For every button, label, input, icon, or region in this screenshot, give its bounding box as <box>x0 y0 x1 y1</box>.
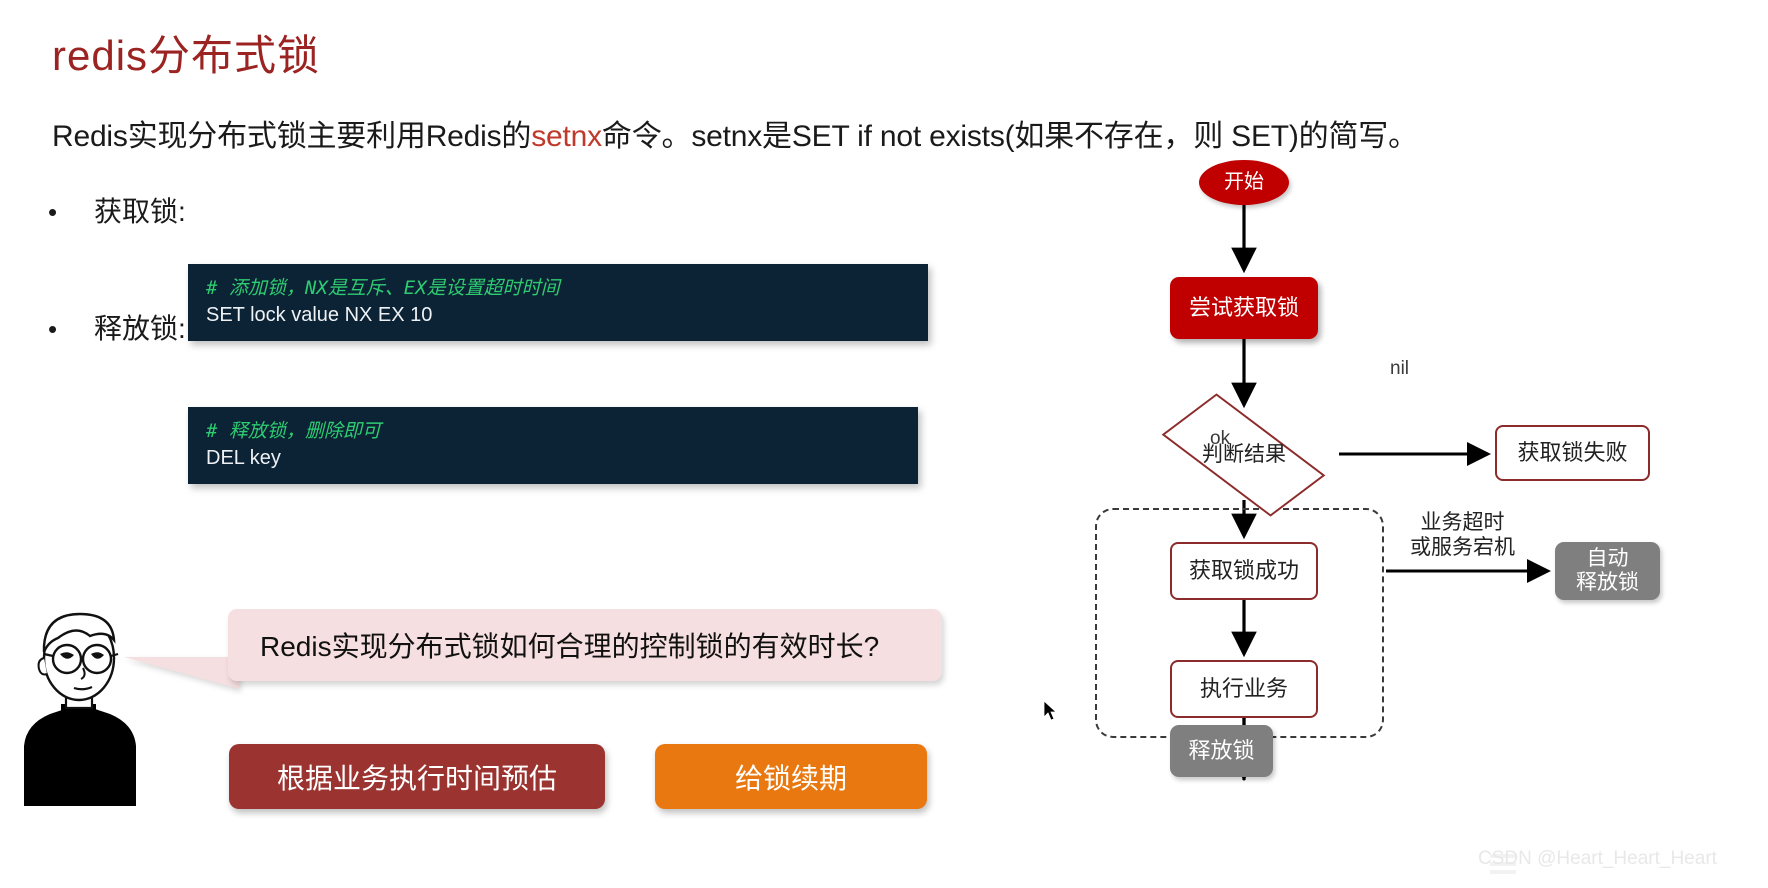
bullet-release-lock: • 释放锁: <box>48 307 186 347</box>
intro-text-after: 命令。setnx是SET if not exists(如果不存在，则 SET)的… <box>601 120 1418 153</box>
code-command: SET lock value NX EX 10 <box>206 304 433 326</box>
code-block-release: # 释放锁，删除即可 DEL key <box>188 407 918 484</box>
flow-node-start: 开始 <box>1199 160 1289 205</box>
bullet-marker: • <box>48 197 58 227</box>
flow-edge-label-ok: ok <box>1210 428 1231 449</box>
mouse-cursor <box>1043 700 1058 721</box>
watermark-text: CSDN @Heart_Heart_Heart <box>1478 848 1717 869</box>
bullet-marker: • <box>48 314 58 344</box>
flow-node-execute-business: 执行业务 <box>1170 660 1318 718</box>
bullet-acquire-lock: • 获取锁: <box>48 190 186 230</box>
code-comment: # 添加锁，NX是互斥、EX是设置超时时间 <box>206 277 560 299</box>
bullet-label: 释放锁: <box>94 313 186 344</box>
flow-node-release-lock: 释放锁 <box>1170 725 1273 777</box>
character-illustration <box>24 612 136 806</box>
flow-edge-label-timeout: 业务超时 或服务宕机 <box>1410 511 1515 560</box>
intro-text-before: Redis实现分布式锁主要利用Redis的 <box>52 120 532 153</box>
bullet-label: 获取锁: <box>94 196 186 227</box>
flow-node-decision-label: 判断结果 <box>1202 443 1286 467</box>
csdn-logo-icon <box>1490 854 1516 874</box>
option-button-renew-lock[interactable]: 给锁续期 <box>655 744 927 809</box>
flow-node-decision: 判断结果 <box>1149 393 1339 517</box>
code-command: DEL key <box>206 447 281 469</box>
speech-bubble-text: Redis实现分布式锁如何合理的控制锁的有效时长? <box>260 631 880 662</box>
page-title: redis分布式锁 <box>52 32 321 79</box>
intro-paragraph: Redis实现分布式锁主要利用Redis的setnx命令。setnx是SET i… <box>52 111 1418 155</box>
flow-node-auto-release: 自动 释放锁 <box>1555 542 1660 600</box>
speech-bubble-tail <box>124 657 240 689</box>
code-comment: # 释放锁，删除即可 <box>206 420 381 442</box>
flow-edge-label-nil: nil <box>1390 358 1410 379</box>
option-button-estimate-time[interactable]: 根据业务执行时间预估 <box>229 744 605 809</box>
intro-highlight-setnx: setnx <box>531 120 602 153</box>
flow-node-try-acquire: 尝试获取锁 <box>1170 277 1318 339</box>
speech-bubble: Redis实现分布式锁如何合理的控制锁的有效时长? <box>228 609 942 681</box>
flowchart: 开始 尝试获取锁 判断结果 获取锁失败 获取锁成功 执行业务 自动 释放锁 释放… <box>1095 160 1768 888</box>
flow-node-acquire-failed: 获取锁失败 <box>1495 425 1650 481</box>
code-block-acquire: # 添加锁，NX是互斥、EX是设置超时时间 SET lock value NX … <box>188 264 928 341</box>
flow-node-acquire-success: 获取锁成功 <box>1170 542 1318 600</box>
